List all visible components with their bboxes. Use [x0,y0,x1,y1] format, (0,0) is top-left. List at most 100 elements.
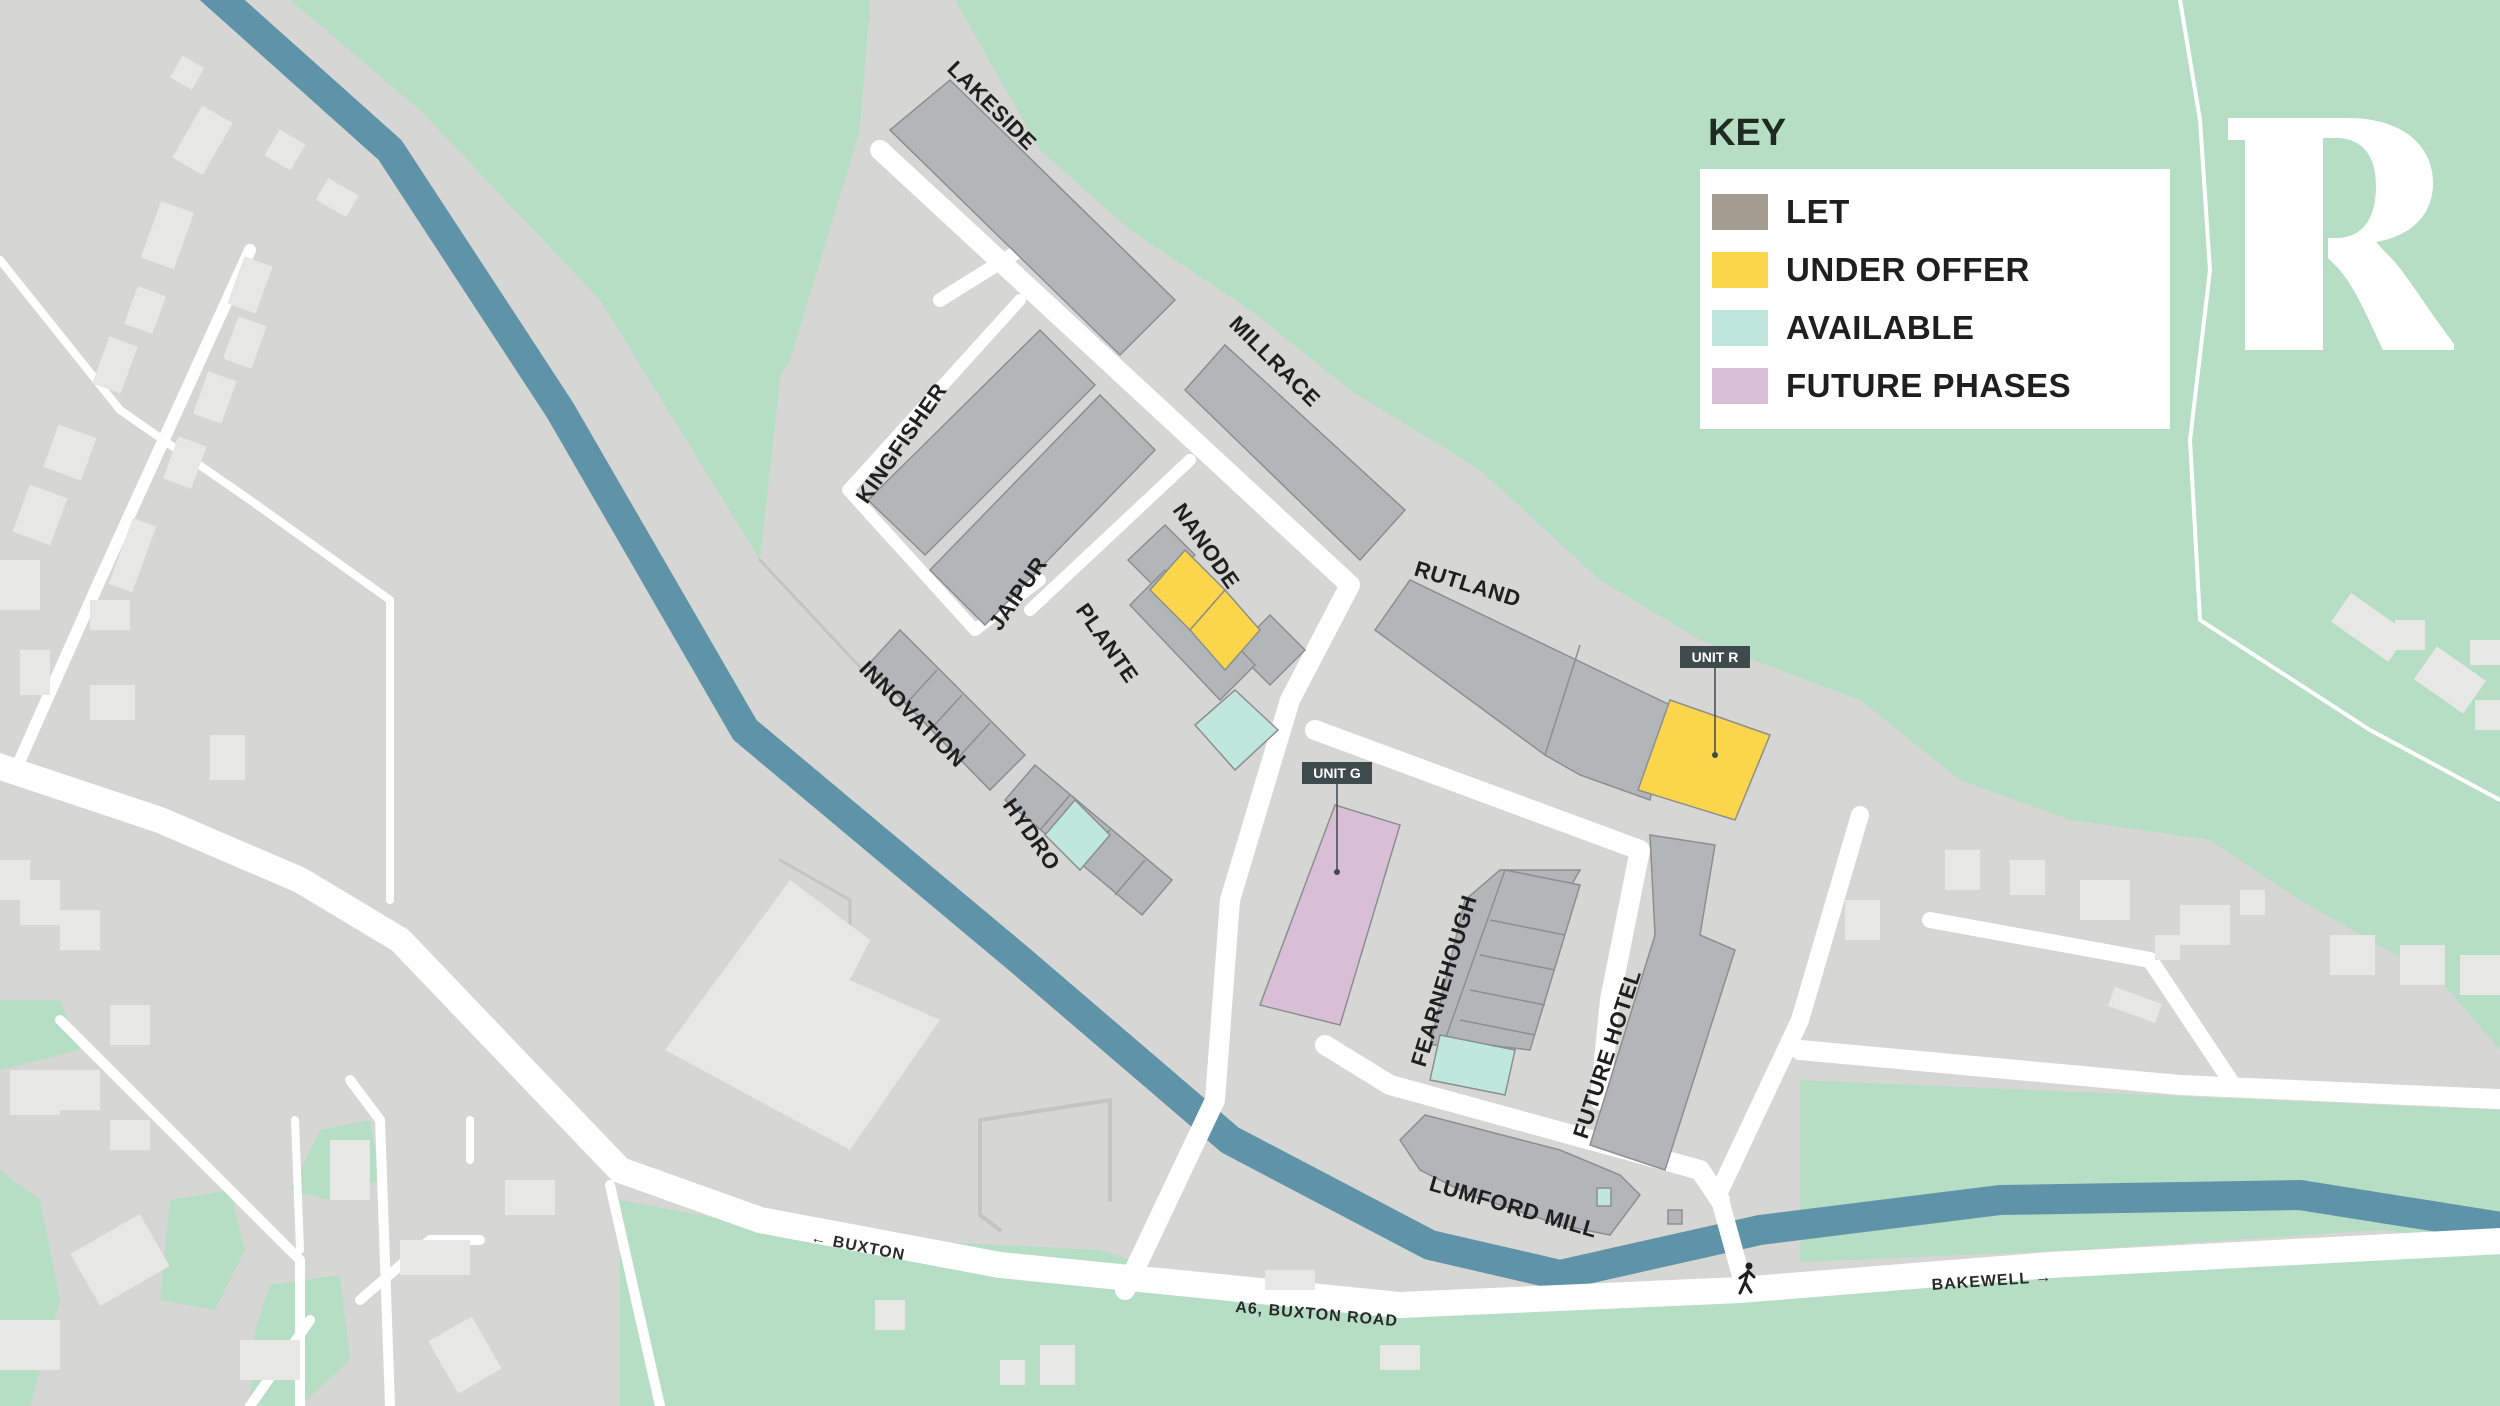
house [0,560,40,610]
lumford-annex [1667,1209,1683,1225]
tag-unit-r-bg [1680,646,1750,668]
house [2180,905,2230,945]
map-key: KEY LET UNDER OFFER AVAILABLE FUTURE PHA… [1700,112,2170,429]
house [2010,860,2045,895]
key-item-available: AVAILABLE [1712,299,2158,357]
key-label-let: LET [1786,193,1850,230]
main-estate-road [870,140,1360,1300]
house [90,600,130,630]
building-kingfisher [866,328,1097,557]
house [1945,850,1980,890]
house [330,1140,370,1200]
building-nanode-west [1126,523,1197,592]
green-area-north-2 [290,0,870,560]
unit-lumford-available [1596,1187,1612,1207]
estate-road-east [1305,720,1650,1110]
building-innovation [866,628,1027,792]
building-jaipur [928,393,1157,627]
building-future-hotel [1589,834,1736,1171]
fearnehough-dividers [1459,919,1566,1036]
house [20,650,50,695]
pedestrian-icon [1738,1262,1756,1295]
rutland-divider [1544,644,1581,756]
house [1000,1360,1025,1385]
unit-g-future-phase [1259,804,1401,1026]
house [2155,935,2180,960]
house [60,1070,100,1110]
house [2330,935,2375,975]
house [60,910,100,950]
key-item-under-offer: UNDER OFFER [1712,241,2158,299]
green-area-sw-3 [160,1190,245,1310]
tag-unit-g-bg [1302,762,1372,784]
house [2470,640,2500,665]
house [1380,1345,1420,1370]
unit-hydro-available [1043,798,1112,872]
tag-unit-r-text: UNIT R [1692,649,1739,665]
house [110,1120,150,1150]
house [110,1005,150,1045]
large-warehouse [665,880,940,1150]
unit-rutland-r-under-offer [1637,699,1771,821]
house [2080,880,2130,920]
house [10,1070,60,1115]
key-box: LET UNDER OFFER AVAILABLE FUTURE PHASES [1700,169,2170,429]
tag-unit-r-dot [1712,752,1718,758]
house [140,200,195,270]
house [315,178,359,218]
tag-unit-g-text: UNIT G [1313,765,1361,781]
house [90,685,135,720]
house [875,1300,905,1330]
status-units [1043,548,1771,1207]
unit-nanode-under-offer-2 [1189,588,1261,672]
key-label-under-offer: UNDER OFFER [1786,251,2030,288]
hotel-access-road [1711,806,1869,1299]
kingfisher-loop [842,294,1196,636]
house [2460,955,2500,995]
house [70,1214,170,1306]
river [199,0,2500,1290]
house [2400,945,2445,985]
west-road-4 [291,1116,474,1254]
house [264,129,306,171]
key-swatch-under-offer [1712,252,1768,288]
house [2240,890,2265,915]
key-label-available: AVAILABLE [1786,309,1975,346]
key-item-let: LET [1712,183,2158,241]
estate-road-south [1315,1035,1730,1210]
house [223,316,267,369]
house [210,735,245,780]
house [428,1316,502,1394]
house [1040,1345,1075,1385]
buxton-side-road [605,1180,665,1406]
house [108,518,157,593]
house [240,1340,300,1380]
key-item-future-phases: FUTURE PHASES [1712,357,2158,415]
yard-path [978,1098,1112,1232]
house [124,286,166,334]
building-lakeside [888,78,1177,357]
key-label-future-phases: FUTURE PHASES [1786,367,2072,404]
house [1845,900,1880,940]
house [2108,987,2162,1023]
building-lumford-mill [1399,1114,1641,1236]
unit-fearnehough-available [1429,1034,1516,1096]
key-swatch-available [1712,310,1768,346]
house [2413,646,2487,714]
unit-plante-available [1193,688,1280,772]
house [0,1320,60,1370]
house [2475,700,2500,730]
north-east-path [2178,0,2500,802]
house [2395,620,2425,650]
west-road-1 [0,256,394,904]
building-millrace [1183,343,1407,562]
estate-buildings [866,78,1736,1236]
r-logo-icon [2228,118,2454,350]
key-swatch-let [1712,194,1768,230]
house [92,336,138,394]
west-road-2 [14,244,256,766]
lakeside-spur [933,243,1027,307]
house [1265,1270,1315,1290]
tag-unit-r: UNIT R [1680,646,1750,758]
house [400,1240,470,1275]
